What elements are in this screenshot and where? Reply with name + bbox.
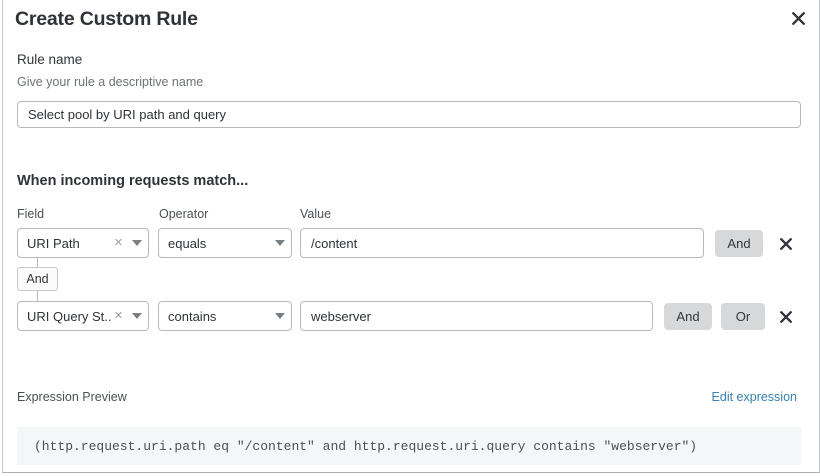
- expression-preview-label: Expression Preview: [17, 390, 127, 404]
- close-icon: [791, 11, 805, 25]
- field-select-row-2[interactable]: URI Query St... ✕: [17, 301, 149, 331]
- clear-icon[interactable]: ✕: [113, 309, 124, 322]
- chevron-down-icon[interactable]: [126, 313, 148, 319]
- delete-condition-row-1[interactable]: [775, 233, 797, 255]
- or-button-row-2[interactable]: Or: [721, 303, 765, 330]
- and-button-row-1[interactable]: And: [715, 230, 763, 257]
- chevron-down-icon[interactable]: [269, 313, 291, 319]
- and-button-row-2[interactable]: And: [664, 303, 712, 330]
- expression-preview-box: (http.request.uri.path eq "/content" and…: [17, 427, 801, 465]
- field-select-row-1[interactable]: URI Path ✕: [17, 228, 149, 258]
- chevron-down-icon[interactable]: [126, 240, 148, 246]
- value-input-row-2[interactable]: [300, 301, 653, 331]
- operator-select-row-2[interactable]: contains: [158, 301, 292, 331]
- clear-icon[interactable]: ✕: [113, 236, 124, 249]
- operator-select-value-row-2: contains: [168, 308, 217, 324]
- operator-select-value-row-1: equals: [168, 235, 207, 251]
- column-header-operator: Operator: [159, 207, 209, 221]
- close-icon: [780, 311, 792, 323]
- operator-select-row-1[interactable]: equals: [158, 228, 292, 258]
- value-input-row-1[interactable]: [300, 228, 704, 258]
- column-header-field: Field: [17, 207, 45, 221]
- delete-condition-row-2[interactable]: [775, 306, 797, 328]
- rule-name-input[interactable]: [17, 101, 801, 128]
- group-connector-and-chip[interactable]: And: [17, 267, 58, 291]
- chevron-down-icon[interactable]: [269, 240, 291, 246]
- expression-preview-text: (http.request.uri.path eq "/content" and…: [34, 438, 698, 454]
- edit-expression-link[interactable]: Edit expression: [711, 390, 797, 404]
- connector-line-top: [37, 258, 38, 268]
- connector-line-bottom: [37, 291, 38, 301]
- rule-name-label: Rule name: [17, 52, 83, 67]
- conditions-heading: When incoming requests match...: [17, 173, 249, 189]
- page-title: Create Custom Rule: [15, 8, 198, 30]
- field-select-value-row-2: URI Query St...: [27, 308, 111, 324]
- rule-name-help-text: Give your rule a descriptive name: [17, 75, 204, 89]
- field-select-value-row-1: URI Path: [27, 235, 80, 251]
- close-dialog-button[interactable]: [785, 5, 811, 31]
- column-header-value: Value: [300, 207, 332, 221]
- close-icon: [780, 238, 792, 250]
